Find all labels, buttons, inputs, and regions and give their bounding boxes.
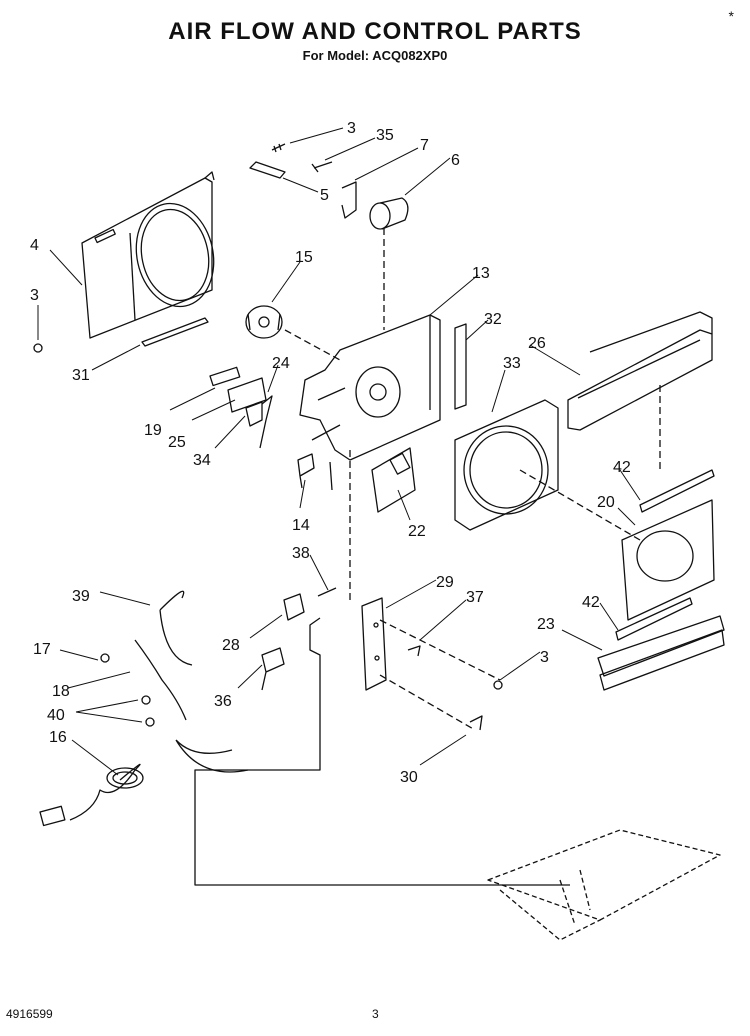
callout-31: 31	[72, 367, 90, 384]
callout-20: 20	[597, 494, 615, 511]
screw-part	[141, 695, 151, 705]
relay-part	[283, 593, 305, 621]
wire-part	[259, 395, 273, 449]
relay-part	[245, 401, 263, 427]
air-duct-part	[567, 311, 713, 431]
filter-strip-part	[141, 317, 209, 347]
base-pan-outline	[487, 829, 721, 941]
callout-35: 35	[376, 127, 394, 144]
callout-labels: 3 35 7 6 5 4 3 31 15 13 32 26 33 24 19 25 34 14 22 42 20 38 29…	[30, 120, 631, 786]
callout-4: 4	[30, 237, 39, 254]
screw-part	[100, 653, 110, 663]
callout-36: 36	[214, 693, 232, 710]
callout-39: 39	[72, 588, 90, 605]
callout-28: 28	[222, 637, 240, 654]
callout-3: 3	[347, 120, 356, 137]
clip-part	[341, 181, 357, 219]
callout-42: 42	[582, 594, 600, 611]
callout-14: 14	[292, 517, 310, 534]
rear-panel-part	[621, 499, 715, 621]
base-channel-part	[597, 615, 725, 691]
callout-18: 18	[52, 683, 70, 700]
mounting-plate-part	[361, 597, 387, 691]
model-subtitle: For Model: ACQ082XP0	[302, 48, 448, 63]
control-board-part	[371, 447, 416, 513]
dash-line	[519, 469, 641, 541]
switch-part	[297, 453, 315, 489]
callout-23: 23	[537, 616, 555, 633]
corner-mark: *	[728, 8, 734, 24]
page-title: AIR FLOW AND CONTROL PARTS	[168, 18, 582, 45]
callout-13: 13	[472, 265, 490, 282]
callout-40: 40	[47, 707, 65, 724]
screw-part	[271, 143, 286, 153]
power-cord-part	[39, 739, 249, 827]
callout-25: 25	[168, 434, 186, 451]
screw-part	[33, 343, 43, 353]
page-number: 3	[372, 1007, 379, 1021]
wire-harness-part	[159, 590, 193, 666]
callout-32: 32	[484, 311, 502, 328]
callout-19: 19	[144, 422, 162, 439]
callout-22: 22	[408, 523, 426, 540]
callout-3: 3	[30, 287, 39, 304]
callout-26: 26	[528, 335, 546, 352]
callout-37: 37	[466, 589, 484, 606]
fan-hub-part	[245, 305, 283, 339]
fan-shroud-part	[454, 399, 559, 531]
switch-bracket-part	[227, 377, 267, 413]
screw-part	[311, 161, 333, 173]
label-part	[209, 366, 241, 387]
callout-24: 24	[272, 355, 290, 372]
insulation-strip-part	[454, 323, 467, 410]
callout-38: 38	[292, 545, 310, 562]
capacitor-part	[369, 197, 409, 230]
callout-15: 15	[295, 249, 313, 266]
callout-7: 7	[420, 137, 429, 154]
control-housing-part	[299, 314, 441, 491]
bracket-part	[249, 161, 286, 179]
wire-route	[194, 617, 570, 886]
callout-42: 42	[613, 459, 631, 476]
screw-part	[493, 680, 503, 690]
foam-strip-part	[639, 469, 715, 513]
callout-3: 3	[540, 649, 549, 666]
callout-30: 30	[400, 769, 418, 786]
foam-strip-part	[615, 597, 693, 641]
screw-part	[145, 717, 155, 727]
capacitor-strap-part	[317, 587, 337, 597]
callout-34: 34	[193, 452, 211, 469]
dash-line	[379, 619, 501, 731]
ground-wire-part	[134, 639, 187, 721]
dash-line	[284, 329, 341, 361]
callout-33: 33	[503, 355, 521, 372]
document-number: 4916599	[6, 1007, 53, 1021]
screw-part	[407, 645, 421, 657]
callout-29: 29	[436, 574, 454, 591]
callout-16: 16	[49, 729, 67, 746]
callout-17: 17	[33, 641, 51, 658]
callout-6: 6	[451, 152, 460, 169]
front-panel-part	[81, 171, 215, 339]
leader-lines	[37, 127, 641, 776]
screw-part	[469, 715, 483, 731]
connector-part	[261, 647, 285, 691]
callout-5: 5	[320, 187, 329, 204]
